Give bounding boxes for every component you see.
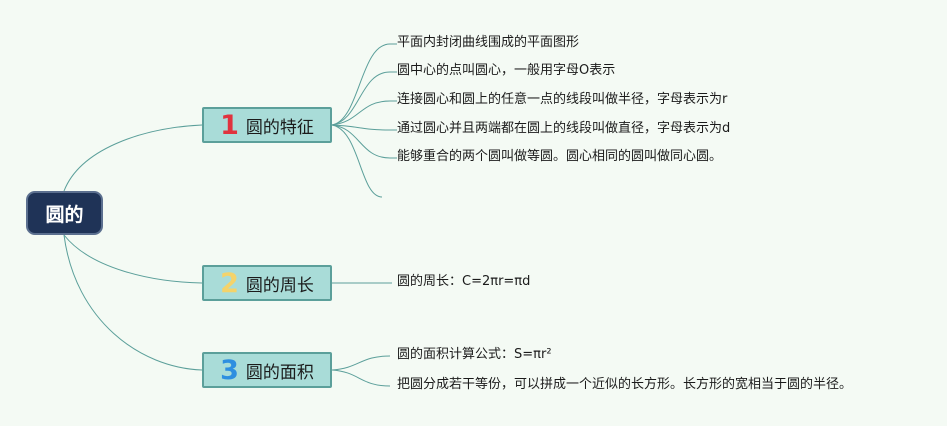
leaf-node[interactable]: 把圆分成若干等份，可以拼成一个近似的长方形。长方形的宽相当于圆的半径。 xyxy=(397,377,853,392)
leaf-node[interactable]: 平面内封闭曲线围成的平面图形 xyxy=(397,35,580,50)
leaf-node[interactable]: 圆中心的点叫圆心，一般用字母O表示 xyxy=(397,63,616,78)
leaf-node[interactable]: 连接圆心和圆上的任意一点的线段叫做半径，字母表示为r xyxy=(397,92,728,107)
root-node[interactable]: 圆的 xyxy=(26,191,103,235)
branch-label: 圆的特征 xyxy=(245,117,314,138)
connector-b1-leaf-4 xyxy=(331,124,391,131)
leaf-node[interactable]: 圆的面积计算公式：S=πr² xyxy=(397,347,552,362)
branch-node-circumference[interactable]: 2 圆的周长 xyxy=(202,265,332,301)
connector-b1-leaf-3 xyxy=(331,100,391,126)
connector-b1-empty xyxy=(331,124,383,198)
branch-node-area[interactable]: 3 圆的面积 xyxy=(202,352,332,388)
branch-number-2: 2 xyxy=(220,267,239,299)
leaf-node[interactable]: 通过圆心并且两端都在圆上的线段叫做直径，字母表示为d xyxy=(397,121,731,136)
leaf-node[interactable]: 圆的周长：C=2πr=πd xyxy=(397,274,531,289)
leaf-node[interactable]: 能够重合的两个圆叫做等圆。圆心相同的圆叫做同心圆。 xyxy=(397,149,723,164)
root-label: 圆的 xyxy=(45,203,84,226)
branch-node-features[interactable]: 1 圆的特征 xyxy=(202,107,332,143)
connector-b3-leaf-2 xyxy=(331,369,391,387)
connector-root-branch-3 xyxy=(63,234,203,371)
connector-b1-leaf-5 xyxy=(331,124,391,159)
connector-b3-leaf-1 xyxy=(331,355,391,371)
connector-root-branch-1 xyxy=(63,124,203,192)
connector-b1-leaf-1 xyxy=(331,43,391,126)
connector-root-branch-2 xyxy=(63,234,203,284)
connector-b1-leaf-2 xyxy=(331,71,391,126)
branch-number-3: 3 xyxy=(220,354,239,386)
branch-label: 圆的面积 xyxy=(245,362,314,383)
branch-label: 圆的周长 xyxy=(245,275,314,296)
branch-number-1: 1 xyxy=(220,109,239,141)
